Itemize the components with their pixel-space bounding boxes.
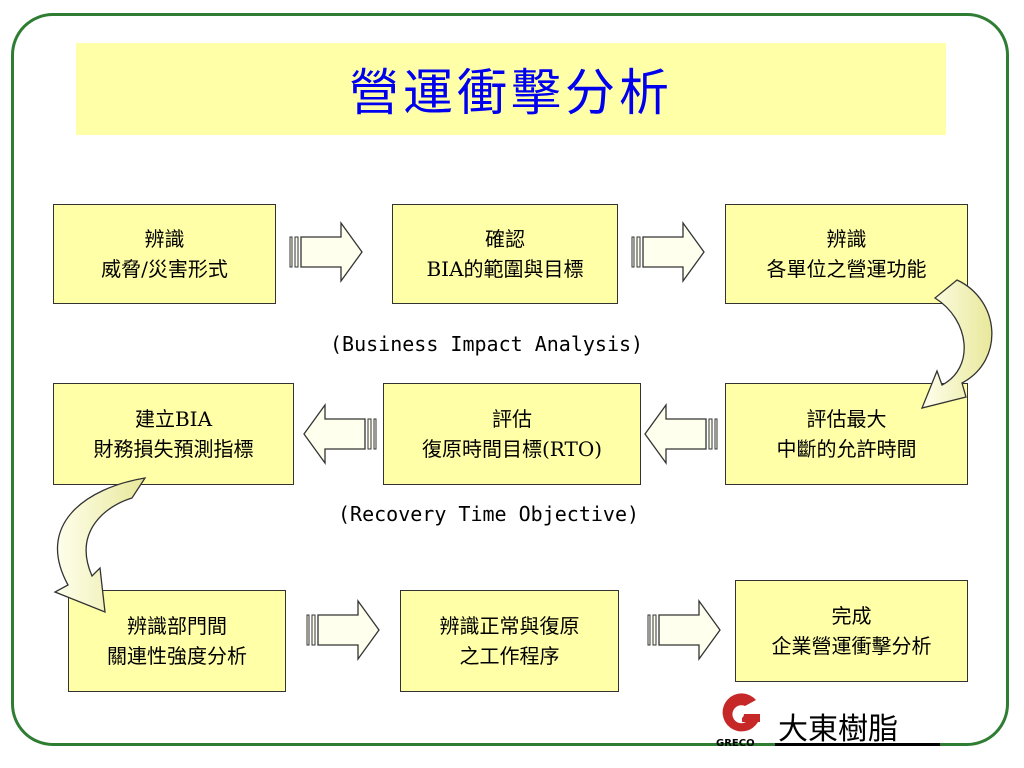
step-line1: 辨識 [826, 227, 867, 251]
step-line1: 完成 [831, 604, 872, 628]
step-financial-loss-index: 建立BIA 財務損失預測指標 [53, 383, 294, 485]
step-work-procedures: 辨識正常與復原 之工作程序 [400, 590, 619, 692]
rto-note: (Recovery Time Objective) [338, 502, 640, 526]
step-line1: 辨識正常與復原 [439, 614, 580, 638]
bia-note: (Business Impact Analysis) [330, 332, 644, 356]
step-line2: BIA的範圍與目標 [426, 257, 584, 281]
step-line2: 之工作程序 [459, 644, 560, 668]
step-line1: 評估最大 [806, 407, 887, 431]
step-line1: 確認 [485, 227, 525, 251]
step-line2: 中斷的允許時間 [776, 437, 917, 461]
step-line1: 評估 [492, 407, 532, 431]
arrow-left-1-icon [644, 402, 718, 466]
step-line1: 建立BIA [134, 407, 213, 431]
step-evaluate-rto: 評估 復原時間目標(RTO) [383, 383, 641, 485]
logo-underline [775, 743, 940, 746]
logo-company-name: 大東樹脂 [778, 712, 898, 747]
arrow-right-3-icon [306, 598, 380, 662]
arrow-right-1-icon [289, 220, 363, 284]
step-line2: 企業營運衝擊分析 [771, 634, 932, 658]
step-identify-threats: 辨識 威脅/災害形式 [53, 204, 276, 304]
step-identify-functions: 辨識 各單位之營運功能 [725, 204, 968, 304]
greco-logo-icon [722, 693, 760, 732]
slide-title: 營運衝擊分析 [349, 64, 673, 122]
step-line1: 辨識 [144, 227, 185, 251]
arrow-right-2-icon [631, 220, 705, 284]
curved-arrow-right-icon [920, 279, 993, 409]
step-line1: 辨識部門間 [127, 614, 227, 638]
step-line2: 復原時間目標(RTO) [421, 437, 603, 461]
step-line2: 財務損失預測指標 [93, 437, 254, 461]
arrow-right-4-icon [647, 598, 721, 662]
step-line2: 威脅/災害形式 [101, 257, 228, 281]
step-line2: 各單位之營運功能 [766, 257, 927, 281]
title-bar: 營運衝擊分析 [76, 43, 946, 135]
step-confirm-scope: 確認 BIA的範圍與目標 [392, 204, 618, 304]
arrow-left-2-icon [303, 402, 377, 466]
curved-arrow-left-icon [53, 477, 147, 614]
step-line2: 關連性強度分析 [107, 644, 247, 668]
step-complete-bia: 完成 企業營運衝擊分析 [735, 580, 968, 682]
logo-brand: GRECO [716, 738, 755, 749]
step-max-downtime: 評估最大 中斷的允許時間 [725, 383, 968, 485]
